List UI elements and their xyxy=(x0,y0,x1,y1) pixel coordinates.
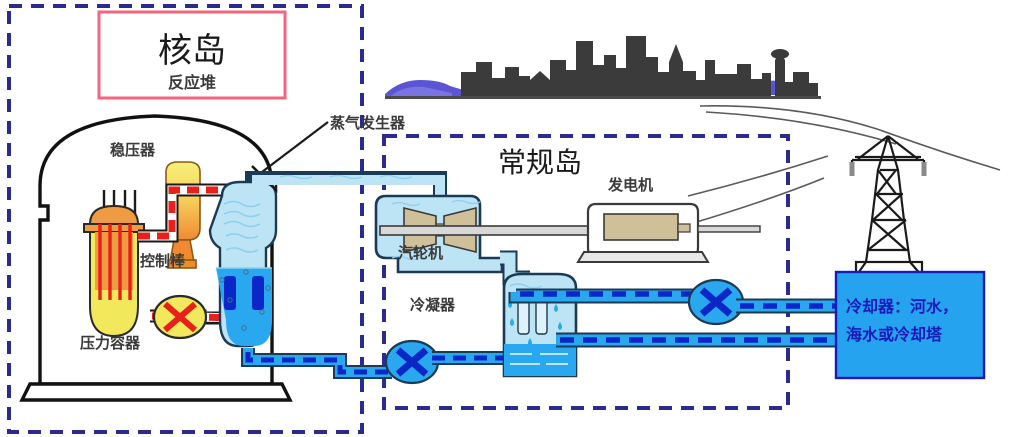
feedwater-line xyxy=(241,348,392,379)
cooling-water-pump-icon xyxy=(687,278,745,326)
skyline-icon xyxy=(385,36,821,99)
condenser-label: 冷凝器 xyxy=(410,296,456,314)
main-steam-line xyxy=(245,171,447,196)
turbine-label: 汽轮机 xyxy=(398,244,443,262)
reactor-vessel-icon xyxy=(83,190,145,338)
conventional-island-title: 常规岛 xyxy=(498,147,582,179)
conventional-island-zone-box xyxy=(382,134,790,410)
primary-pump-icon xyxy=(152,294,208,340)
cooler-label-line1: 冷却器：河水， xyxy=(846,297,958,316)
pressurizer-label: 稳压器 xyxy=(110,141,156,159)
cooling-water-upper-line xyxy=(508,288,700,304)
transmission-tower-icon xyxy=(849,135,927,278)
cooler-box xyxy=(834,270,986,380)
transmission-lines xyxy=(687,105,1001,225)
steam-generator-leader-line xyxy=(261,121,329,173)
nuclear-island-title-box xyxy=(97,10,287,100)
generator-icon xyxy=(576,202,761,263)
nuclear-island-subtitle: 反应堆 xyxy=(168,73,216,92)
control-rods-label: 控制棒 xyxy=(140,252,186,270)
pressure-vessel-label: 压力容器 xyxy=(80,334,141,352)
steam-generator-label: 蒸气发生器 xyxy=(330,114,406,132)
generator-label: 发电机 xyxy=(607,176,653,194)
feedwater-pump-icon xyxy=(384,339,440,385)
nuclear-island-zone-box xyxy=(7,4,364,434)
nuclear-island-title: 核岛 xyxy=(158,32,226,70)
cooler-label-line2: 海水或冷却塔 xyxy=(846,325,943,344)
steam-generator-icon xyxy=(208,180,278,348)
